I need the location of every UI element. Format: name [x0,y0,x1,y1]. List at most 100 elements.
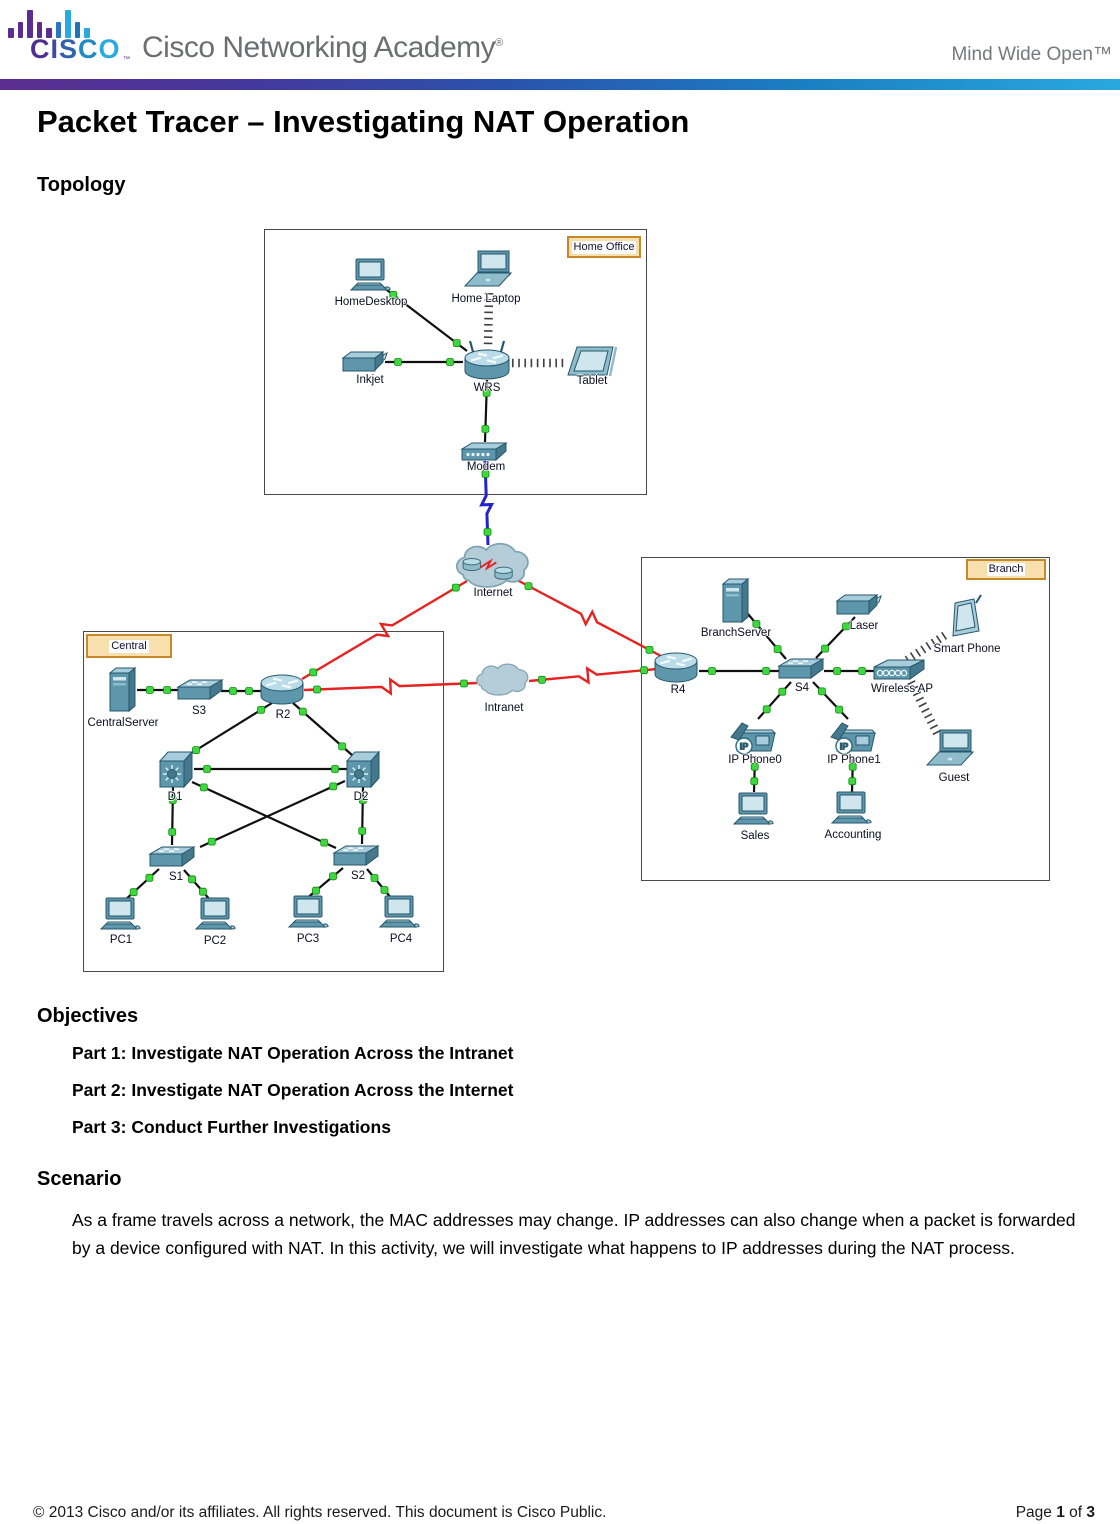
link-HomeLaptop-WRS [483,292,494,346]
link-status-dot [538,675,546,684]
scenario-heading: Scenario [37,1168,122,1190]
link-status-dot [168,796,177,804]
link-status-dot [640,666,648,675]
region-box-home-office [264,229,647,495]
link-WirelessAP-Guest [907,680,942,737]
cisco-logo-wordmark: CISCO [30,34,121,64]
device-label-r2: R2 [275,709,291,721]
link-status-dot [446,358,454,366]
link-D2-S1 [199,779,346,849]
region-box-central [83,631,444,972]
link-status-dot [848,762,857,771]
registered-mark: ® [495,37,503,49]
scenario-paragraph: As a frame travels across a network, the… [72,1210,1076,1258]
brand-text: Cisco Networking Academy® [142,31,503,64]
link-status-dot [762,705,771,714]
link-status-dot [842,622,850,631]
device-label-modem: Modem [466,461,506,473]
link-status-dot [257,706,265,714]
tagline-text: Mind Wide Open™ [951,44,1112,65]
link-WirelessAP-SmartPhone [904,630,950,664]
link-status-dot [750,762,759,771]
logo-bar [55,22,61,38]
device-label-tablet: Tablet [576,375,608,387]
logo-bar [27,10,33,38]
link-Internet-R4 [516,578,662,658]
link-status-dot [481,425,490,433]
device-homelaptop-laptop-icon [463,250,515,290]
footer-page-number: Page 1 of 3 [1015,1504,1095,1521]
device-label-homelaptop: Home Laptop [451,293,521,305]
device-label-wirelessap: Wireless AP [871,683,933,695]
footer-copyright: © 2013 Cisco and/or its affiliates. All … [33,1504,607,1521]
link-status-dot [313,685,321,694]
link-status-dot [762,667,770,675]
link-S4-IPPhone1 [812,681,849,720]
link-status-dot [229,687,237,695]
logo-bar [17,22,23,38]
device-label-ipphone1: IP Phone1 [827,754,881,766]
device-inkjet-printer-icon [339,348,389,376]
device-pc3-pc-icon [287,895,330,931]
objectives-heading: Objectives [37,1005,139,1027]
link-status-dot [835,705,843,714]
device-accounting-pc-icon [830,791,873,827]
link-status-dot [778,687,787,696]
cisco-logo-tm: ™ [123,56,130,63]
region-label: Home Office [571,240,637,254]
objective-part-2: Part 2: Investigate NAT Operation Across… [72,1080,514,1100]
link-status-dot [750,777,759,786]
device-d2-mlswitch-icon [344,749,382,791]
link-status-dot [524,582,533,590]
link-status-dot [848,777,857,786]
device-label-homedesktop: HomeDesktop [334,296,408,308]
cisco-logo-icon [8,6,90,38]
link-R2-D1 [184,702,273,758]
link-status-dot [370,874,379,882]
link-status-dot [331,765,339,773]
device-s2-switch-icon [332,844,380,870]
link-status-dot [833,667,841,675]
region-box-branch [641,557,1050,881]
link-status-dot [773,645,782,653]
region-label: Branch [986,563,1026,576]
link-status-dot [338,742,347,751]
link-status-dot [199,783,208,792]
link-status-dot [358,796,367,804]
device-label-ipphone0: IP Phone0 [728,754,782,766]
link-status-dot [320,838,329,847]
logo-bar [65,10,71,38]
link-S1-PC2 [183,869,212,902]
link-D2-S2 [360,786,365,845]
device-s4-switch-icon [777,657,825,683]
device-s3-switch-icon [176,678,224,704]
device-r4-router-icon [653,651,699,685]
link-S2-PC3 [305,867,344,900]
link-status-dot [389,290,398,299]
device-branchserver-server-icon [719,577,751,625]
link-status-dot [168,828,177,836]
link-status-dot [129,888,138,897]
link-status-dot [821,644,829,653]
device-pc2-pc-icon [194,897,237,933]
link-status-dot [163,686,172,694]
device-label-laser: Laser [849,620,879,632]
device-label-sales: Sales [740,830,770,842]
device-label-smartphone: Smart Phone [933,643,1001,655]
link-status-dot [188,875,197,884]
link-status-dot [145,873,154,882]
link-status-dot [192,746,200,754]
logo-bar [36,22,42,38]
link-status-dot [858,667,866,675]
link-WRS-Modem [483,379,489,443]
device-label-accounting: Accounting [824,829,882,841]
objective-part-3: Part 3: Conduct Further Investigations [72,1117,391,1137]
footer-page-current: 1 [1056,1504,1065,1521]
device-intranet-cloud-icon [473,661,531,699]
link-Intranet-R4 [528,666,658,685]
device-label-pc2: PC2 [203,935,227,947]
link-D1-S2 [191,781,337,849]
region-badge-home-office: Home Office [567,236,641,258]
